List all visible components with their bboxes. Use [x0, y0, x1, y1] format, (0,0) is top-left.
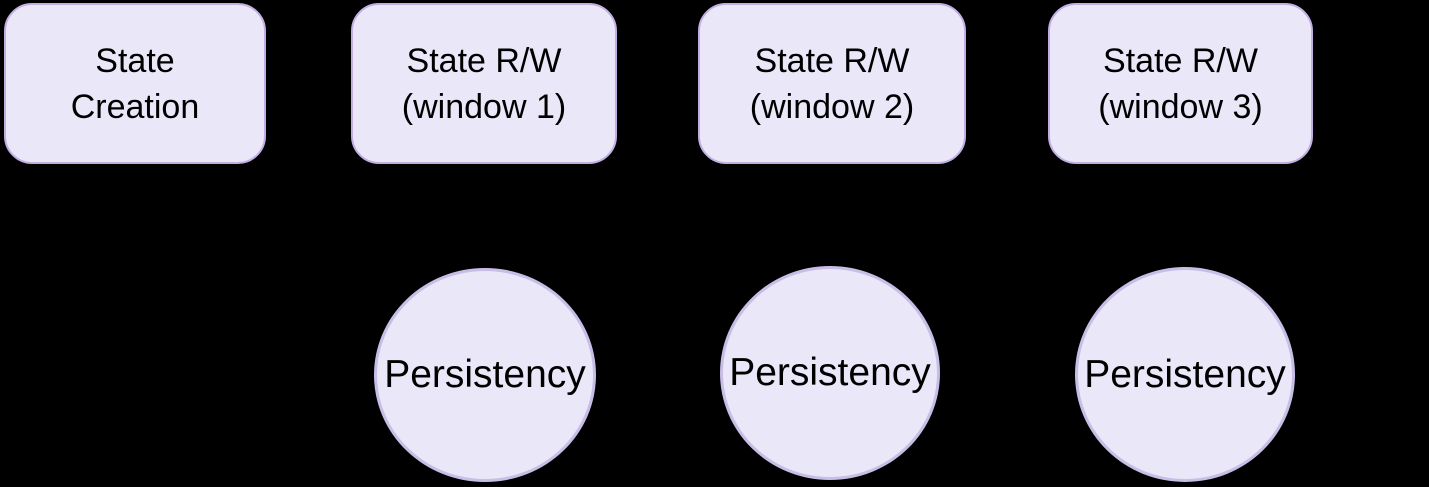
state-rw-window3-label-line1: State R/W	[1103, 41, 1258, 80]
state-rw-window2-label-line2: (window 2)	[749, 87, 915, 126]
persistency-circle-2: Persistency	[720, 266, 940, 480]
state-rw-window1-label-line2: (window 1)	[401, 87, 567, 126]
state-creation-label-line2: Creation	[70, 87, 200, 126]
persistency-circle-1-label: Persistency	[384, 353, 586, 396]
persistency-circle-2-label: Persistency	[729, 351, 931, 394]
persistency-circle-3-label: Persistency	[1084, 352, 1286, 396]
state-creation-label-line1: State	[95, 41, 175, 80]
state-rw-window3-label-line2: (window 3)	[1098, 87, 1263, 126]
state-rw-window1-label-line1: State R/W	[406, 41, 562, 80]
persistency-circle-1: Persistency	[374, 268, 596, 482]
state-rw-window2-label-line1: State R/W	[754, 41, 910, 80]
state-rw-window3-box: State R/W (window 3)	[1048, 3, 1313, 164]
state-rw-window1-box: State R/W (window 1)	[351, 3, 617, 164]
state-creation-box: State Creation	[4, 3, 266, 164]
persistency-circle-3: Persistency	[1075, 267, 1295, 482]
state-rw-window2-box: State R/W (window 2)	[698, 3, 966, 164]
